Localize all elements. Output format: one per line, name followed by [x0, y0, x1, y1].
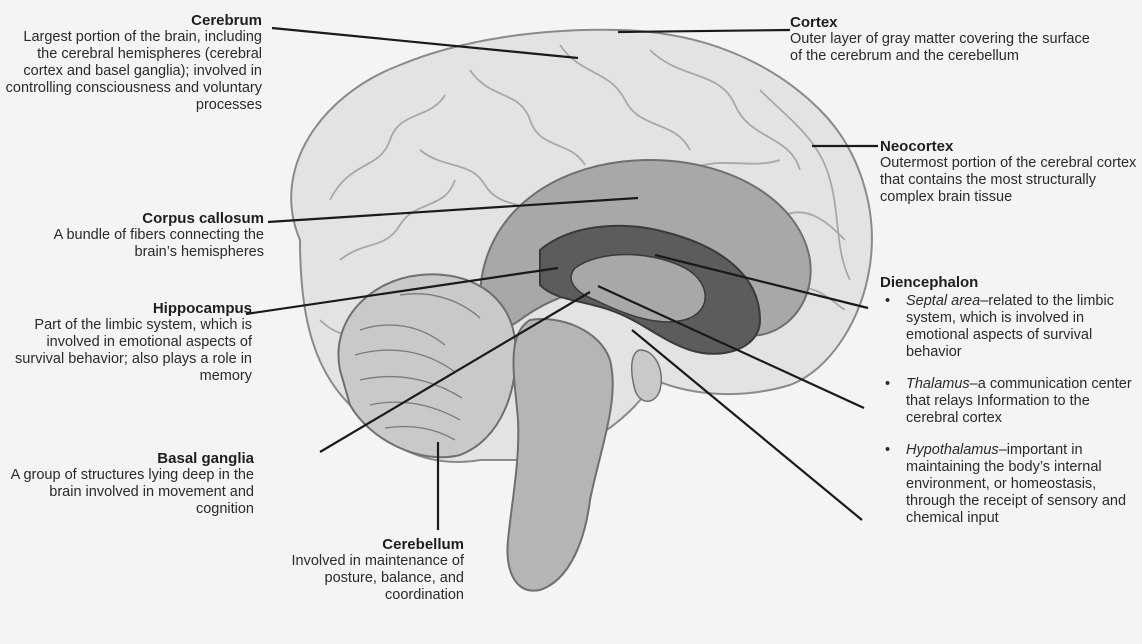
basal-ganglia-title: Basal ganglia — [0, 450, 254, 467]
thalamus-term: Thalamus — [906, 376, 970, 392]
bullet-icon: • — [885, 293, 890, 310]
diencephalon-list: • Septal area–related to the limbic syst… — [880, 293, 1140, 527]
label-neocortex: Neocortex Outermost portion of the cereb… — [880, 138, 1140, 206]
cerebellum-title: Cerebellum — [274, 536, 464, 553]
cerebrum-title: Cerebrum — [0, 12, 262, 29]
corpus-callosum-title: Corpus callosum — [0, 210, 264, 227]
label-cortex: Cortex Outer layer of gray matter coveri… — [790, 14, 1090, 65]
cerebellum-shape — [338, 274, 515, 457]
leader-line-cortex — [618, 30, 790, 32]
label-cerebellum: Cerebellum Involved in maintenance of po… — [274, 536, 464, 604]
cerebellum-description: Involved in maintenance of posture, bala… — [274, 553, 464, 604]
diencephalon-title: Diencephalon — [880, 274, 1140, 291]
basal-ganglia-description: A group of structures lying deep in the … — [0, 467, 254, 518]
cortex-description: Outer layer of gray matter covering the … — [790, 31, 1090, 65]
cerebrum-description: Largest portion of the brain, including … — [0, 29, 262, 114]
hippocampus-description: Part of the limbic system, which is invo… — [0, 317, 252, 385]
brainstem-shape — [507, 319, 612, 591]
neocortex-title: Neocortex — [880, 138, 1140, 155]
list-item-hypothalamus: • Hypothalamus–important in maintaining … — [880, 442, 1140, 527]
list-item-septal-area: • Septal area–related to the limbic syst… — [880, 293, 1140, 361]
corpus-callosum-description: A bundle of fibers connecting the brain’… — [0, 227, 264, 261]
label-basal-ganglia: Basal ganglia A group of structures lyin… — [0, 450, 254, 518]
hypothalamus-term: Hypothalamus — [906, 442, 999, 458]
septal-area-term: Septal area — [906, 293, 980, 309]
bullet-icon: • — [885, 376, 890, 393]
label-cerebrum: Cerebrum Largest portion of the brain, i… — [0, 12, 262, 114]
neocortex-description: Outermost portion of the cerebral cortex… — [880, 155, 1140, 206]
cortex-title: Cortex — [790, 14, 1090, 31]
list-item-thalamus: • Thalamus–a communication center that r… — [880, 376, 1140, 427]
label-hippocampus: Hippocampus Part of the limbic system, w… — [0, 300, 252, 385]
hippocampus-title: Hippocampus — [0, 300, 252, 317]
label-corpus-callosum: Corpus callosum A bundle of fibers conne… — [0, 210, 264, 261]
bullet-icon: • — [885, 442, 890, 459]
label-diencephalon: Diencephalon • Septal area–related to th… — [880, 274, 1140, 542]
